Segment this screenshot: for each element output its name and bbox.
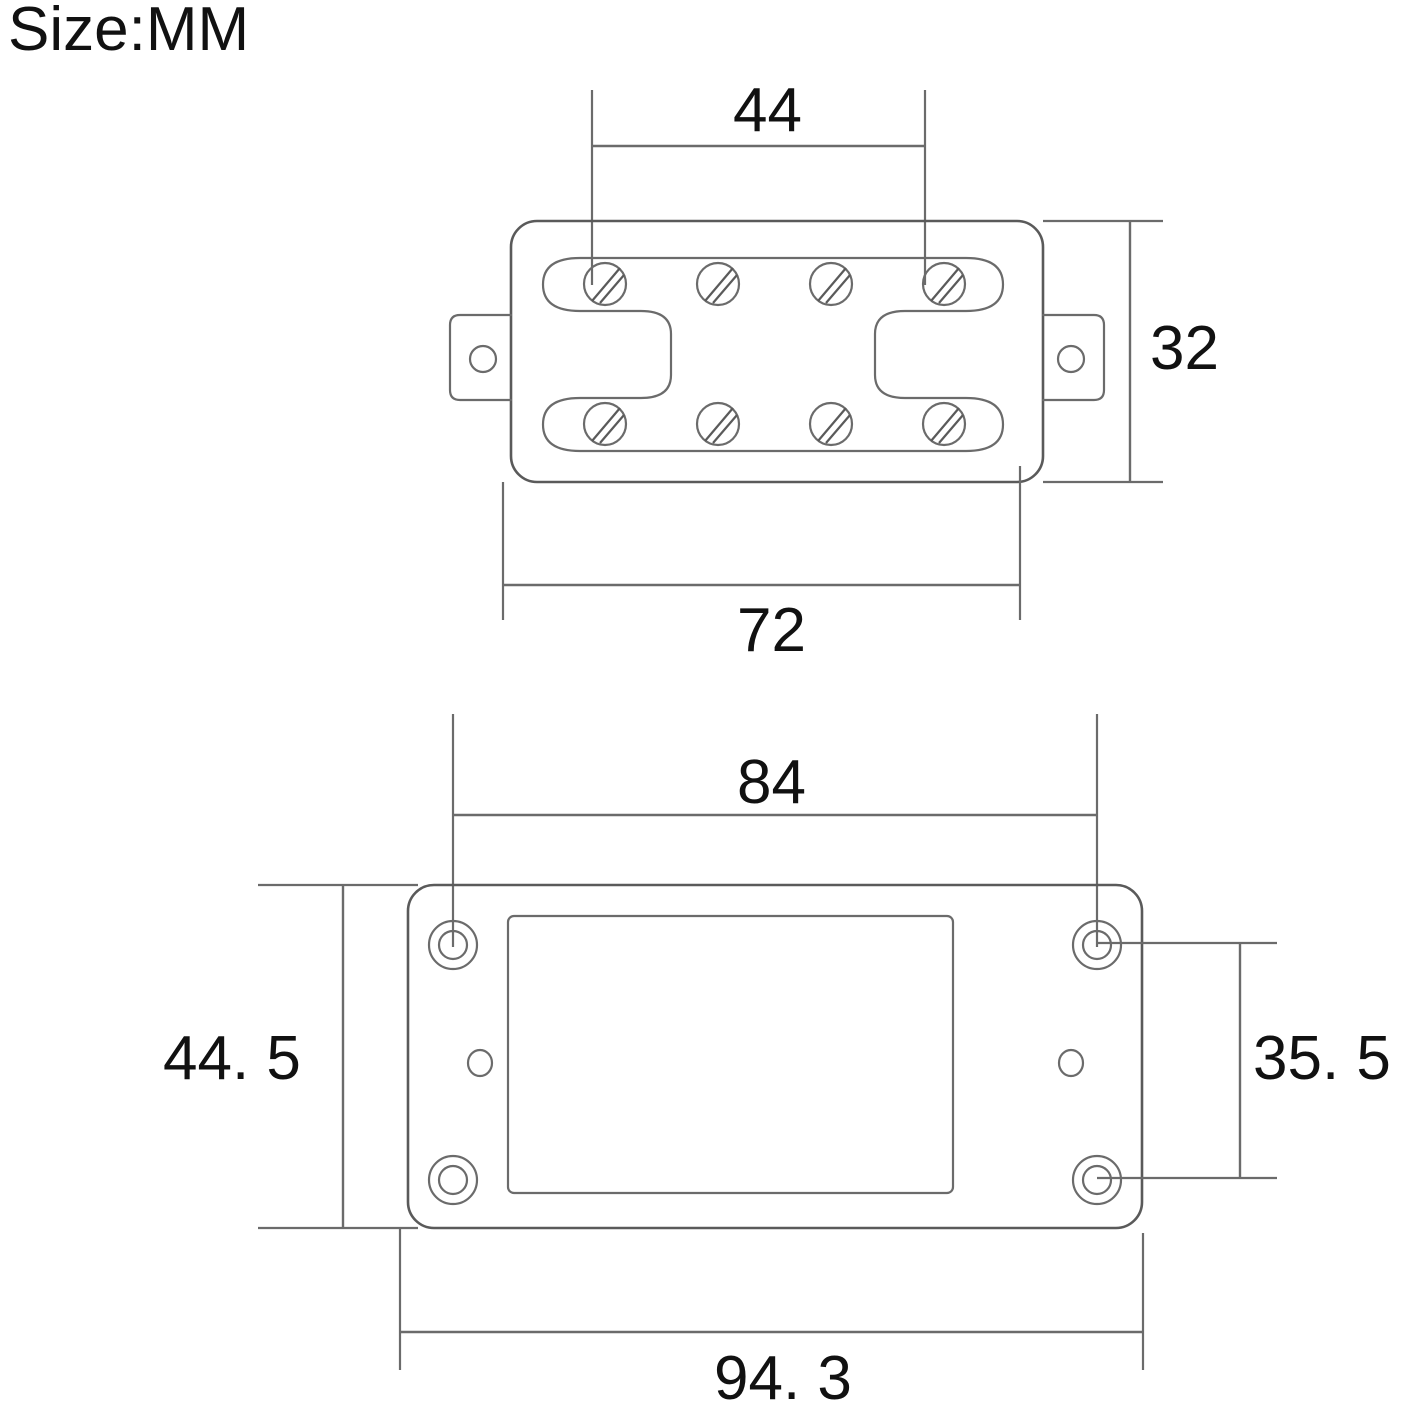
ring-screw-hole-top-left [427,919,479,971]
dimension-84 [451,714,1099,947]
dimension-label-44: 44 [733,76,802,145]
pole-screw-icon [695,401,741,447]
pole-screw-row-top [582,261,967,307]
ring-screw-hole-top-right [1071,919,1123,971]
dimension-72 [501,466,1022,620]
pickup-body-outline [509,219,1045,484]
mounting-tab-hole-right [1056,344,1086,374]
ring-screw-hole-bottom-left [427,1154,479,1206]
dimension-32 [1043,219,1163,484]
dimension-label-84: 84 [737,748,806,817]
ring-side-hole-right [1057,1048,1085,1078]
dimension-label-32: 32 [1150,314,1219,383]
mounting-tab-hole-left [468,344,498,374]
page-title: Size:MM [8,0,250,64]
ring-outer-outline [406,883,1144,1230]
pole-screw-icon [921,261,967,307]
pole-screw-icon [921,401,967,447]
dimension-35-5 [1097,941,1277,1180]
mounting-tab-right [1041,313,1106,402]
pole-screw-icon [582,261,628,307]
pickup-top-view [448,90,1163,620]
dimension-label-35-5: 35. 5 [1253,1024,1391,1093]
bobbin-outline [541,256,1005,453]
dimension-94-3 [398,1228,1145,1370]
dimension-label-44-5: 44. 5 [163,1024,301,1093]
dimension-44 [590,90,927,285]
mounting-tab-left [448,313,513,402]
pole-screw-row-bottom [582,401,967,447]
pole-screw-icon [582,401,628,447]
dimension-label-72: 72 [737,596,806,665]
pole-screw-icon [808,261,854,307]
ring-inner-cutout [506,914,955,1195]
pole-screw-icon [695,261,741,307]
dimension-label-94-3: 94. 3 [714,1344,852,1413]
mounting-ring-top-view [258,714,1277,1370]
pole-screw-icon [808,401,854,447]
ring-screw-hole-bottom-right [1071,1154,1123,1206]
dimension-44-5 [258,883,418,1230]
ring-side-hole-left [466,1048,494,1078]
